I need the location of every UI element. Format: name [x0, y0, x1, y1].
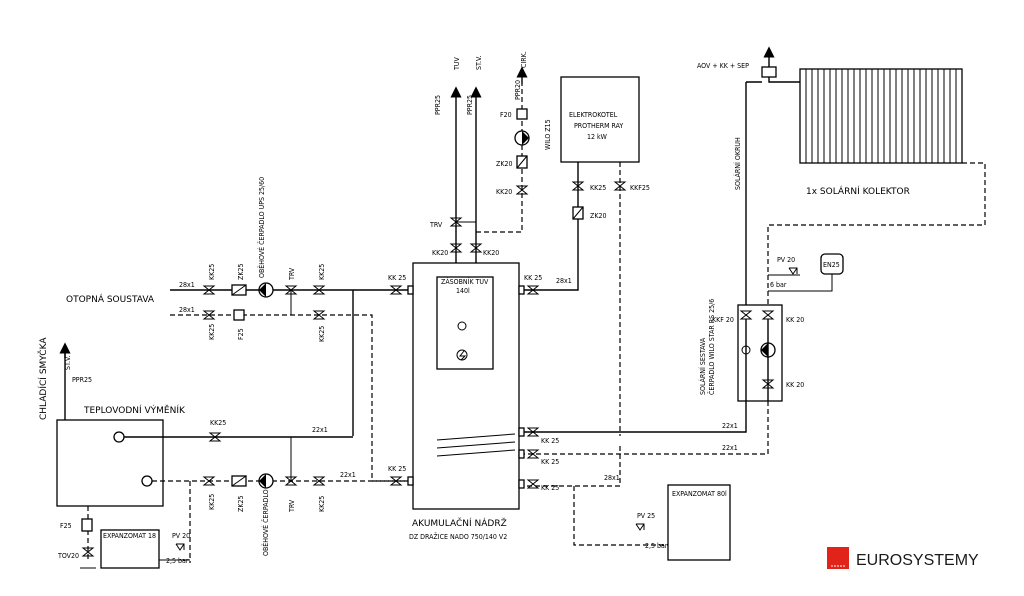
expansion-vessel-80: EXPANZOMAT 80l PV 25 2,5 bar — [573, 484, 731, 561]
svg-text:28x1: 28x1 — [179, 306, 195, 314]
svg-text:SOLÁRNÍ OKRUH: SOLÁRNÍ OKRUH — [733, 137, 742, 190]
svg-text:KK 20: KK 20 — [786, 316, 804, 324]
zasobnik-volume: 140l — [456, 287, 470, 295]
svg-text:PPR25: PPR25 — [466, 95, 474, 115]
svg-text:EXPANZOMAT 80l: EXPANZOMAT 80l — [672, 490, 727, 498]
electric-boiler: ELEKTROKOTEL PROTHERM RAY 12 kW KK25 KKF… — [524, 76, 650, 487]
tank-subtitle: DZ DRAŽICE NADO 750/140 V2 — [409, 532, 507, 541]
svg-text:PPR20: PPR20 — [514, 80, 522, 100]
svg-text:OBĚHOVÉ ČERPADLO: OBĚHOVÉ ČERPADLO — [261, 489, 270, 556]
svg-text:KK25: KK25 — [318, 326, 326, 342]
svg-text:ST.V.: ST.V. — [64, 356, 72, 370]
svg-text:KK 25: KK 25 — [388, 274, 406, 282]
svg-text:ST.V.: ST.V. — [475, 56, 483, 70]
svg-text:28x1: 28x1 — [556, 277, 572, 285]
brand-name: EUROSYSTEMY — [856, 552, 979, 569]
cooling-loop: CHLADÍCÍ SMYČKA ST.V. PPR25 TEPLOVODNÍ V… — [37, 337, 408, 569]
svg-text:28x1: 28x1 — [604, 474, 620, 482]
svg-text:22x1: 22x1 — [722, 444, 738, 452]
svg-text:KK 20: KK 20 — [786, 381, 804, 389]
svg-text:SOLÁRNÍ SESTAVA: SOLÁRNÍ SESTAVA — [698, 337, 707, 395]
svg-text:28x1: 28x1 — [179, 281, 195, 289]
svg-text:ČERPADLO WILO STAR RS 25/6: ČERPADLO WILO STAR RS 25/6 — [707, 299, 716, 395]
hot-water-branch: TUV ST.V. PPR25 PPR25 TRV KK20 KK20 CIRK… — [429, 51, 552, 263]
svg-text:PPR25: PPR25 — [72, 376, 92, 384]
svg-text:ZK25: ZK25 — [237, 496, 245, 512]
solar-circuit: 1x SOLÁRNÍ KOLEKTOR AOV + KK + SEP SOLÁR… — [524, 46, 986, 455]
svg-text:KK20: KK20 — [496, 188, 512, 196]
svg-text:AOV + KK + SEP: AOV + KK + SEP — [697, 62, 749, 70]
svg-text:KK 25: KK 25 — [541, 484, 559, 492]
svg-text:PROTHERM RAY: PROTHERM RAY — [574, 122, 623, 130]
svg-text:F25: F25 — [237, 328, 245, 340]
svg-text:KK20: KK20 — [432, 249, 448, 257]
svg-text:KK25: KK25 — [210, 419, 226, 427]
svg-text:KK25: KK25 — [318, 264, 326, 280]
svg-text:22x1: 22x1 — [340, 471, 356, 479]
collector-label: 1x SOLÁRNÍ KOLEKTOR — [806, 185, 910, 197]
svg-text:TOV20: TOV20 — [57, 552, 79, 560]
svg-text:ZK20: ZK20 — [590, 212, 606, 220]
svg-text:CIRK.: CIRK. — [520, 51, 528, 68]
svg-text:KK25: KK25 — [208, 494, 216, 510]
svg-text:WILO Z15: WILO Z15 — [544, 119, 552, 150]
svg-text:12 kW: 12 kW — [587, 133, 608, 141]
svg-text:22x1: 22x1 — [722, 422, 738, 430]
svg-text:2,5 bar: 2,5 bar — [166, 557, 189, 565]
accumulation-tank: ZÁSOBNÍK TUV 140l AKUMULAČNÍ NÁDRŽ DZ DR… — [407, 262, 525, 541]
svg-text:ZK20: ZK20 — [496, 160, 512, 168]
svg-text:KK 25: KK 25 — [388, 465, 406, 473]
svg-text:22x1: 22x1 — [312, 426, 328, 434]
svg-text:KK 25: KK 25 — [541, 437, 559, 445]
svg-text:KKF 20: KKF 20 — [712, 316, 734, 324]
svg-text:PV 25: PV 25 — [637, 512, 655, 520]
svg-text:KK25: KK25 — [590, 184, 606, 192]
svg-text:6 bar: 6 bar — [770, 281, 787, 289]
tank-valves: KK 25 KK 25 KK 25 KK 25 KK 25 KK 25 — [388, 274, 559, 492]
svg-text:KKF25: KKF25 — [630, 184, 650, 192]
svg-text:TRV: TRV — [288, 267, 296, 281]
zasobnik-label: ZÁSOBNÍK TUV — [441, 277, 489, 286]
svg-text:EN25: EN25 — [823, 261, 840, 269]
svg-text:PV 20: PV 20 — [777, 256, 795, 264]
svg-text:KK 25: KK 25 — [524, 274, 542, 282]
svg-text:F25: F25 — [60, 522, 72, 530]
svg-text:PPR25: PPR25 — [434, 95, 442, 115]
svg-text:TEPLOVODNÍ VÝMĚNÍK: TEPLOVODNÍ VÝMĚNÍK — [83, 404, 186, 416]
svg-text:TRV: TRV — [429, 221, 443, 229]
svg-text:KK20: KK20 — [483, 249, 499, 257]
svg-text:KK25: KK25 — [208, 324, 216, 340]
svg-text:KK 25: KK 25 — [541, 458, 559, 466]
svg-text:2,5 bar: 2,5 bar — [645, 542, 668, 550]
svg-text:ZK25: ZK25 — [237, 264, 245, 280]
tank-title: AKUMULAČNÍ NÁDRŽ — [412, 517, 507, 529]
svg-text:CHLADÍCÍ SMYČKA: CHLADÍCÍ SMYČKA — [37, 337, 49, 420]
heating-circuit: OTOPNÁ SOUSTAVA 28x1 28x1 KK25 ZK25 OBĚH… — [66, 177, 408, 482]
svg-text:KK25: KK25 — [318, 496, 326, 512]
collector-stripes — [805, 69, 957, 163]
svg-text:ELEKTROKOTEL: ELEKTROKOTEL — [569, 111, 618, 119]
svg-text:KK25: KK25 — [208, 264, 216, 280]
brand-logo-icon — [827, 547, 849, 569]
svg-text:TUV: TUV — [453, 57, 461, 71]
svg-text:PV 20: PV 20 — [172, 532, 190, 540]
otopna-label: OTOPNÁ SOUSTAVA — [66, 293, 155, 305]
svg-text:F20: F20 — [500, 111, 512, 119]
svg-text:OBĚHOVÉ ČERPADLO UPS 25/60: OBĚHOVÉ ČERPADLO UPS 25/60 — [257, 177, 266, 278]
svg-text:TRV: TRV — [288, 499, 296, 513]
svg-text:EXPANZOMAT 18 l: EXPANZOMAT 18 l — [103, 532, 160, 540]
brand-logo: EUROSYSTEMY — [827, 547, 979, 569]
